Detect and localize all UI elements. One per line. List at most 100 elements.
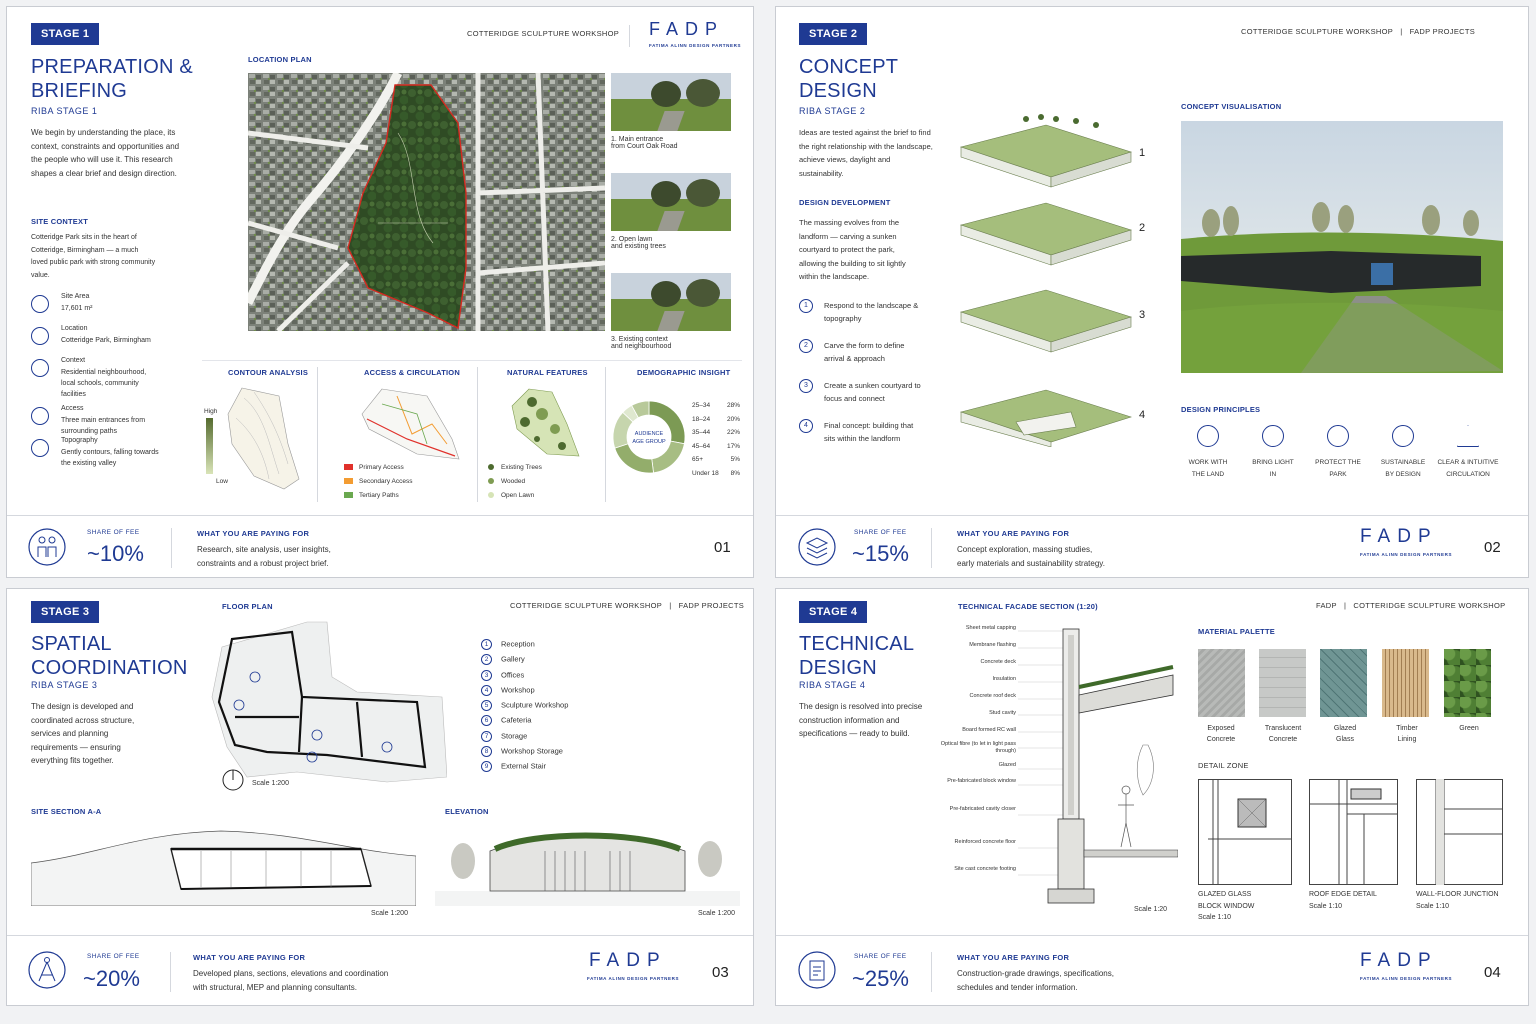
layers-stack-icon — [798, 528, 836, 566]
fadp-logo-subtitle: FATIMA ALINN DESIGN PARTNERS — [1360, 976, 1453, 981]
donut-label-2: AGE GROUP — [632, 439, 666, 445]
site-fact-label: Site Area — [61, 293, 90, 300]
detail-title: ROOF EDGE DETAIL — [1309, 891, 1377, 898]
donut-label-1: AUDIENCE — [635, 431, 664, 437]
legend-swatch — [344, 464, 353, 471]
fadp-logo: FADP — [649, 19, 725, 39]
age-group: 25–34 — [692, 402, 711, 409]
principle-label-2: BY DESIGN — [1385, 471, 1421, 478]
legend-label: Existing Trees — [501, 464, 542, 471]
concept-step-text: Create a sunken courtyard to focus and c… — [824, 381, 921, 403]
age-group: Under 18 — [692, 469, 719, 477]
site-photo-caption: 1. Main entrance — [611, 136, 664, 143]
site-context-text: Cotteridge Park sits in the heart of Cot… — [31, 234, 156, 279]
translucent-concrete-swatch — [1259, 649, 1306, 717]
site-photo-caption-detail: from Court Oak Road — [611, 143, 678, 150]
massing-diagrams — [959, 114, 1132, 447]
fadp-logo-subtitle: FATIMA ALINN DESIGN PARTNERS — [1360, 552, 1453, 557]
stage-badge: STAGE 2 — [799, 23, 868, 45]
room-number: 7 — [481, 730, 492, 742]
stage-1-panel: STAGE 1 PREPARATION &BRIEFING RIBA STAGE… — [6, 6, 754, 578]
room-name: Offices — [501, 670, 525, 680]
paying-for-heading: WHAT YOU ARE PAYING FOR — [193, 953, 306, 962]
access-triangle-icon — [31, 407, 49, 425]
project-header: COTTERIDGE SCULPTURE WORKSHOP | FADP PRO… — [1241, 27, 1476, 36]
site-photo-caption: 3. Existing context — [611, 336, 668, 343]
fadp-logo-subtitle: FATIMA ALINN DESIGN PARTNERS — [649, 43, 742, 48]
page-number: 04 — [1484, 964, 1501, 981]
site-fact-value: Cotteridge Park, Birmingham — [61, 337, 151, 344]
site-fact-label: Location — [61, 325, 88, 332]
demographic-row: 65+5% — [692, 453, 740, 467]
legend-label: Open Lawn — [501, 492, 535, 499]
fadp-logo: FADP — [589, 950, 667, 971]
room-number: 3 — [481, 669, 492, 681]
facade-section-label: Optical fibre (to let in light pass thro… — [940, 741, 1016, 754]
site-fact: Site Area 17,601 m² — [31, 293, 171, 325]
facade-section-label: Insulation — [992, 676, 1016, 682]
material-type: Lining — [1397, 736, 1417, 743]
step-number-badge: 3 — [799, 379, 813, 393]
detail-title: WALL-FLOOR JUNCTION — [1416, 891, 1499, 898]
detail-caption: ROOF EDGE DETAIL Scale 1:10 — [1309, 889, 1377, 912]
concept-step: 3 Create a sunken courtyard to focus and … — [799, 379, 939, 419]
room-legend-item: 3 Offices — [481, 669, 641, 685]
detail-scale: Scale 1:10 — [1309, 902, 1343, 910]
site-photo-image — [611, 73, 731, 131]
fee-label: SHARE OF FEE — [854, 953, 907, 960]
fee-value: ~10% — [87, 541, 144, 566]
principle-label-2: PARK — [1329, 471, 1347, 478]
room-name: Gallery — [501, 654, 525, 664]
site-fact-value: 17,601 m² — [61, 305, 93, 312]
legend-label: Primary Access — [359, 464, 404, 471]
facade-section-label: Concrete deck — [980, 659, 1016, 665]
intro-text: We begin by understanding the place, its… — [31, 128, 180, 178]
concept-step-text: Carve the form to define arrival & appro… — [824, 341, 905, 363]
material-name: Exposed — [1207, 725, 1235, 732]
step-number-badge: 1 — [799, 299, 813, 313]
page-number: 01 — [714, 539, 731, 556]
area-icon — [31, 295, 49, 313]
age-group: 35–44 — [692, 429, 711, 436]
massing-step-number: 2 — [1139, 222, 1146, 234]
floor-plan-drawing — [211, 621, 447, 783]
legend-label: Tertiary Paths — [359, 492, 399, 499]
exposed-concrete-swatch — [1198, 649, 1245, 717]
concept-visualisation-render — [1181, 121, 1503, 373]
facade-scale: Scale 1:20 — [1134, 906, 1168, 913]
location-plan-heading: LOCATION PLAN — [248, 55, 312, 64]
stage-footer: SHARE OF FEE ~20% WHAT YOU ARE PAYING FO… — [7, 935, 753, 1005]
principle-label-2: CIRCULATION — [1446, 471, 1490, 478]
legend-label: Secondary Access — [359, 478, 413, 485]
site-fact-value: Three main entrances from surrounding pa… — [61, 417, 146, 435]
contour-high-label: High — [204, 408, 218, 415]
legend-item: Wooded — [488, 475, 542, 489]
riba-stage: RIBA STAGE 3 — [31, 680, 98, 690]
site-fact-label: Context — [61, 357, 86, 364]
contour-low-label: Low — [216, 478, 228, 485]
material-name: Green — [1459, 725, 1479, 732]
step-number-badge: 4 — [799, 419, 813, 433]
stage-title: PREPARATION &BRIEFING — [31, 56, 193, 102]
material-name: Glazed — [1333, 725, 1357, 732]
room-name: Storage — [501, 731, 528, 741]
topography-icon — [31, 439, 49, 457]
